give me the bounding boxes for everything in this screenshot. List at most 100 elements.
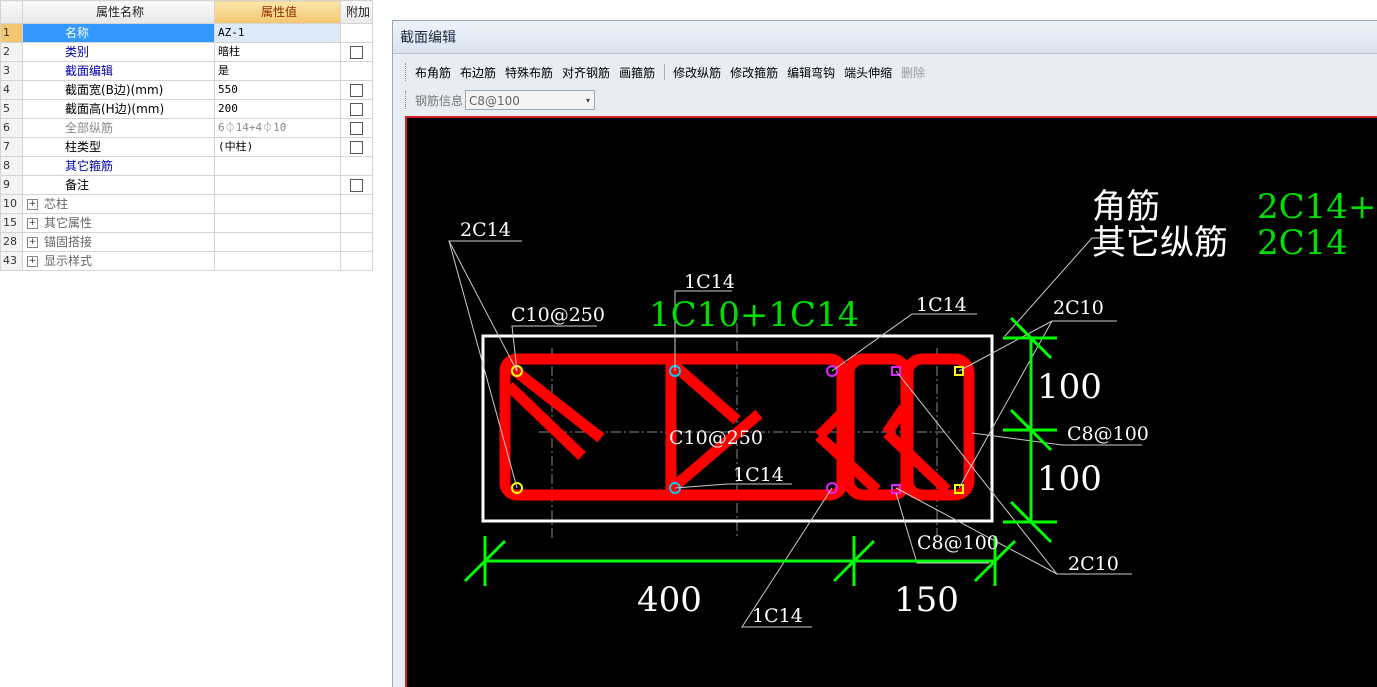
legend-other-label: 其它纵筋	[1092, 223, 1228, 263]
tool-edit-longitudinal-button[interactable]: 修改纵筋	[673, 65, 722, 80]
dim-width-2: 150	[894, 580, 959, 620]
property-name[interactable]: 类别	[22, 42, 215, 62]
property-value[interactable]	[214, 175, 341, 195]
rebar-end-bottom[interactable]	[954, 484, 964, 494]
main-stirrup[interactable]	[499, 353, 848, 501]
hook-f[interactable]	[815, 431, 881, 495]
extra-checkbox[interactable]	[350, 141, 363, 154]
property-row[interactable]: 10+芯柱	[0, 194, 373, 214]
stirrups[interactable]	[499, 353, 975, 501]
property-value[interactable]	[214, 156, 341, 176]
extra-checkbox[interactable]	[350, 103, 363, 116]
legend-corner-value: 2C14+2	[1257, 187, 1377, 227]
property-name[interactable]: 全部纵筋	[22, 118, 215, 138]
property-value[interactable]	[214, 251, 341, 271]
section-drawing-svg[interactable]: 角筋 2C14+2 其它纵筋 2C14 1C10+1C14 2C14 C10@2…	[407, 118, 1377, 687]
toolbar-grip[interactable]	[405, 91, 409, 109]
property-value[interactable]	[214, 194, 341, 214]
rebar-corner-bl[interactable]	[511, 482, 523, 494]
property-extra	[340, 194, 373, 214]
property-value[interactable]: (中柱)	[214, 137, 341, 157]
dim-tick-top	[1009, 316, 1053, 360]
property-name[interactable]: 截面编辑	[22, 61, 215, 81]
property-value[interactable]: 200	[214, 99, 341, 119]
tool-special-rebar-button[interactable]: 特殊布筋	[505, 65, 554, 80]
property-value[interactable]	[214, 213, 341, 233]
rebar-side-top[interactable]	[826, 365, 838, 377]
leader-legend	[1004, 237, 1122, 337]
extra-checkbox[interactable]	[350, 84, 363, 97]
hook-a[interactable]	[505, 361, 605, 443]
tool-align-rebar-button[interactable]: 对齐钢筋	[562, 65, 611, 80]
tool-end-stretch-button[interactable]: 端头伸缩	[844, 65, 893, 80]
property-value[interactable]	[214, 232, 341, 252]
row-index: 15	[0, 213, 23, 233]
property-name[interactable]: 备注	[22, 175, 215, 195]
property-row[interactable]: 15+其它属性	[0, 213, 373, 233]
property-name[interactable]: +锚固搭接	[22, 232, 215, 252]
hook-e[interactable]	[815, 404, 851, 440]
rebar-corner-tl[interactable]	[511, 365, 523, 377]
rebar-info-value: C8@100	[469, 94, 520, 108]
leader-2c14-b	[448, 240, 518, 489]
property-value[interactable]: 是	[214, 61, 341, 81]
property-name[interactable]: +芯柱	[22, 194, 215, 214]
expand-icon[interactable]: +	[27, 256, 38, 267]
header-extra[interactable]: 附加	[340, 0, 373, 24]
rebar-end-top[interactable]	[954, 366, 964, 376]
rebar-side-bottom[interactable]	[826, 482, 838, 494]
property-name[interactable]: 截面宽(B边)(mm)	[22, 80, 215, 100]
property-extra	[340, 251, 373, 271]
row-index: 3	[0, 61, 23, 81]
property-name[interactable]: 柱类型	[22, 137, 215, 157]
tool-edit-hook-button[interactable]: 编辑弯钩	[787, 65, 836, 80]
property-name[interactable]: +其它属性	[22, 213, 215, 233]
tool-draw-stirrup-button[interactable]: 画箍筋	[619, 65, 656, 80]
dim-tick-right	[973, 539, 1017, 583]
hook-h[interactable]	[883, 429, 951, 494]
tie-stirrup-2[interactable]	[902, 353, 975, 501]
chevron-down-icon[interactable]: ▾	[586, 96, 591, 105]
toolbar-grip[interactable]	[405, 63, 409, 81]
tool-edit-stirrup-button[interactable]: 修改箍筋	[730, 65, 779, 80]
property-name[interactable]: 截面高(H边)(mm)	[22, 99, 215, 119]
hook-d[interactable]	[671, 409, 763, 491]
hook-c[interactable]	[671, 361, 741, 425]
property-name[interactable]: 其它箍筋	[22, 156, 215, 176]
extra-checkbox[interactable]	[350, 122, 363, 135]
property-name[interactable]: +显示样式	[22, 251, 215, 271]
expand-icon[interactable]: +	[27, 199, 38, 210]
rebar-info-combobox[interactable]: C8@100 ▾	[465, 90, 596, 110]
hook-g[interactable]	[882, 404, 909, 437]
property-row[interactable]: 43+显示样式	[0, 251, 373, 271]
property-value[interactable]: AZ-1	[214, 23, 341, 43]
property-name[interactable]: 名称	[22, 23, 215, 43]
header-property-value[interactable]: 属性值	[214, 0, 341, 24]
property-value[interactable]: 暗柱	[214, 42, 341, 62]
property-value[interactable]: 550	[214, 80, 341, 100]
header-property-name[interactable]: 属性名称	[22, 0, 215, 24]
tool-edge-rebar-button[interactable]: 布边筋	[460, 65, 497, 80]
tool-corner-rebar-button[interactable]: 布角筋	[415, 65, 452, 80]
extra-checkbox[interactable]	[350, 46, 363, 59]
tool-delete-button[interactable]: 删除	[901, 65, 926, 80]
property-row[interactable]: 28+锚固搭接	[0, 232, 373, 252]
rebar-tie-top[interactable]	[891, 366, 901, 376]
property-name-text: 备注	[65, 178, 90, 192]
section-drawing-canvas[interactable]: 角筋 2C14+2 其它纵筋 2C14 1C10+1C14 2C14 C10@2…	[405, 116, 1377, 687]
extra-checkbox[interactable]	[350, 179, 363, 192]
label-1c14-bottom: 1C14	[752, 605, 803, 627]
expand-icon[interactable]: +	[27, 237, 38, 248]
expand-icon[interactable]: +	[27, 218, 38, 229]
property-value[interactable]: 6⏀14+4⏀10	[214, 118, 341, 138]
hook-b[interactable]	[505, 382, 586, 460]
